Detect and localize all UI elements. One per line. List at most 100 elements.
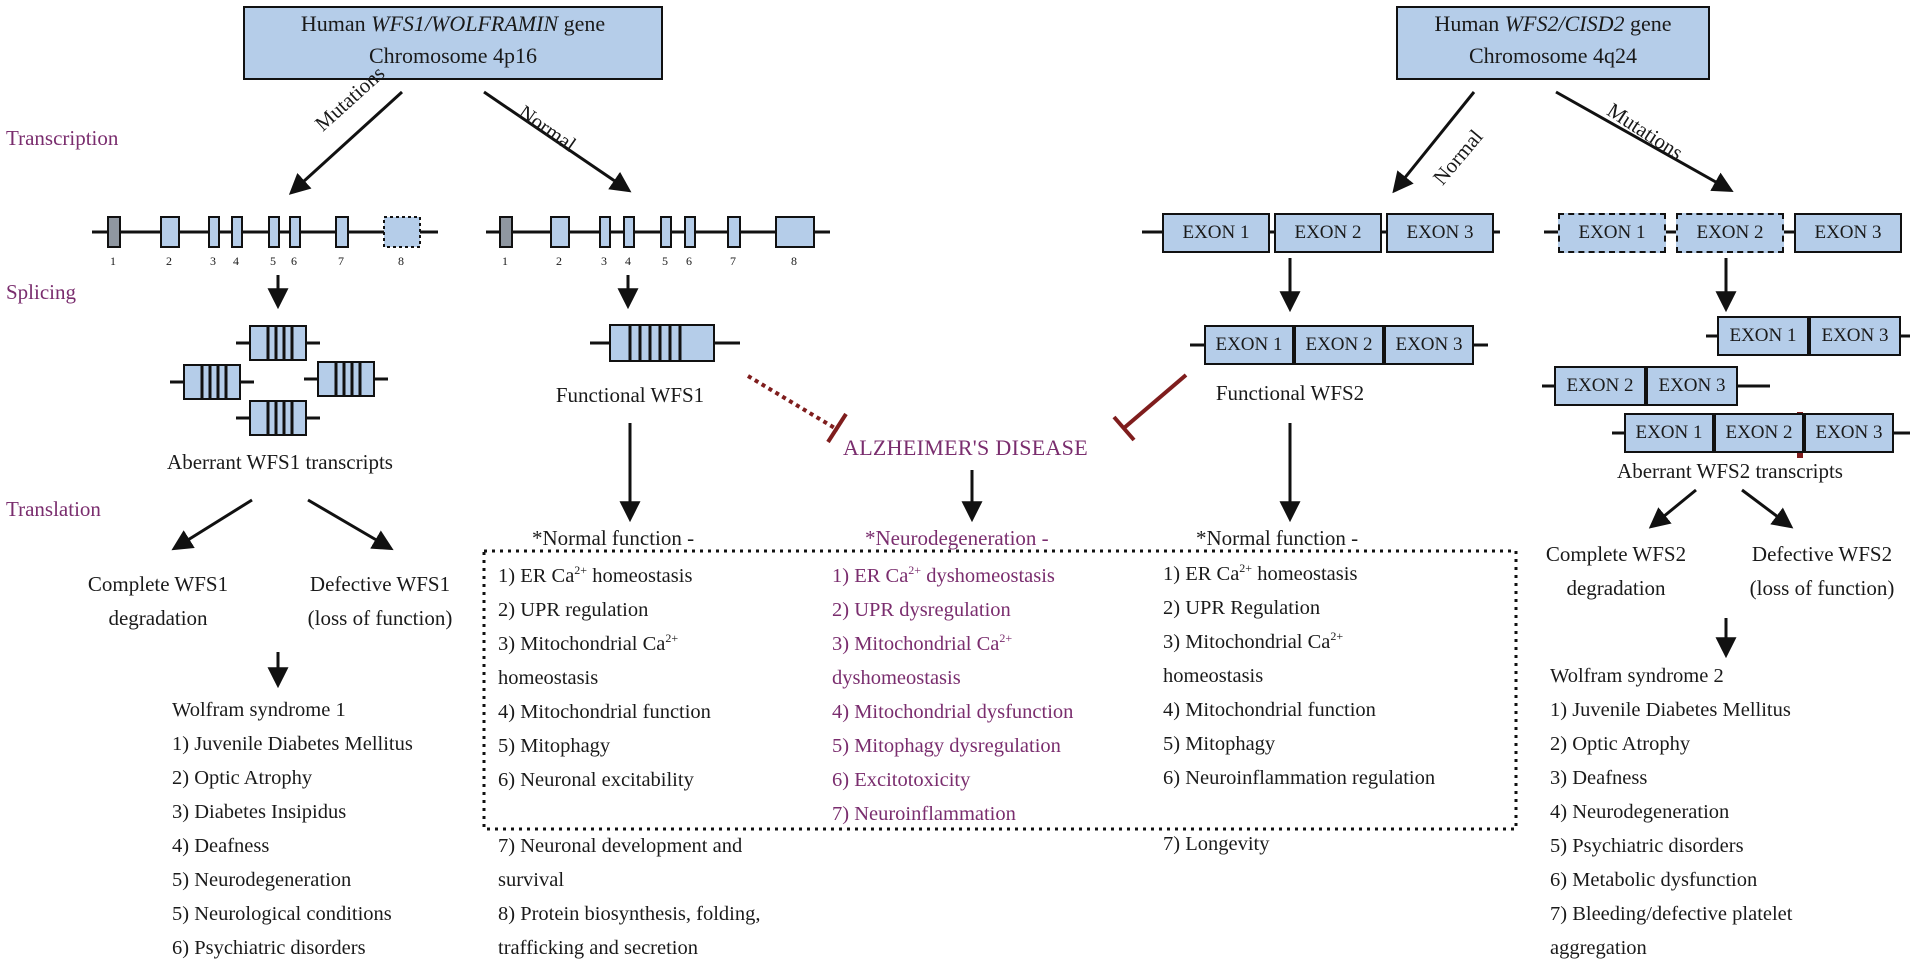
- exon-box: EXON 3: [1646, 366, 1738, 406]
- wfs2-fn-3b: homeostasis: [1163, 665, 1264, 687]
- label-functional-wfs2: Functional WFS2: [1215, 381, 1365, 405]
- neuro-heading: *Neurodegeneration -: [865, 526, 1049, 550]
- list-item: 4) Deafness: [172, 835, 270, 857]
- exon-box: EXON 2: [1676, 213, 1784, 253]
- wfs1-fn-8b: trafficking and secretion: [498, 937, 698, 959]
- exon-number: 1: [110, 254, 116, 268]
- list-item: 4) Neurodegeneration: [1550, 801, 1730, 823]
- wfs1-fn-4: 4) Mitochondrial function: [498, 701, 711, 723]
- complete-wfs1-line1: Complete WFS1: [87, 572, 229, 596]
- wfs2-gene-box: Human WFS2/CISD2 gene Chromosome 4q24: [1396, 6, 1710, 80]
- list-item: 6) Metabolic dysfunction: [1550, 869, 1758, 891]
- arrow-wfs2-complete: [1648, 488, 1697, 529]
- inhibit-wfs2-bar: [1112, 415, 1136, 442]
- wfs1-function-extra: 7) Neuronal development and survival 8) …: [498, 829, 761, 965]
- exon-number: 5: [662, 254, 668, 268]
- wfs1-chromosome: Chromosome 4p16: [368, 43, 538, 68]
- exon-box: EXON 1: [1162, 213, 1270, 253]
- wfs1-fn-5: 5) Mitophagy: [498, 735, 611, 757]
- exon-box: EXON 1: [1624, 413, 1714, 453]
- label-complete-wfs1: Complete WFS1 degradation: [78, 567, 238, 635]
- label-defective-wfs1: Defective WFS1 (loss of function): [290, 567, 470, 635]
- function-dotted-box: [482, 549, 1518, 831]
- list-item: 5) Psychiatric disorders: [1550, 835, 1744, 857]
- exon-number: 5: [270, 254, 276, 268]
- neuro-3b: dyshomeostasis: [832, 667, 961, 689]
- complete-wfs2-line1: Complete WFS2: [1545, 542, 1687, 566]
- wfs2-fn-4: 4) Mitochondrial function: [1163, 699, 1376, 721]
- stage-splicing: Splicing: [6, 280, 77, 304]
- wolfram2-title: Wolfram syndrome 2: [1550, 665, 1724, 687]
- wfs2-gene-name: WFS2/CISD2: [1504, 11, 1625, 36]
- wfs2-gene-prefix: Human: [1434, 11, 1505, 36]
- exon-number: 7: [730, 254, 736, 268]
- wfs1-fn-8a: 8) Protein biosynthesis, folding,: [498, 903, 761, 925]
- wfs1-fn-3: 3) Mitochondrial Ca2+: [498, 631, 679, 655]
- list-item: aggregation: [1550, 937, 1647, 959]
- wfs2-fn-3: 3) Mitochondrial Ca2+: [1163, 629, 1344, 653]
- exon-box: EXON 3: [1384, 325, 1474, 365]
- exon-number: 3: [601, 254, 607, 268]
- exon-number: 6: [291, 254, 297, 268]
- exon-box: EXON 3: [1794, 213, 1902, 253]
- wfs1-fn-6: 6) Neuronal excitability: [498, 769, 694, 791]
- exon-number: 1: [502, 254, 508, 268]
- inhibit-wfs1-dotted: [746, 374, 840, 432]
- exon-box: EXON 2: [1714, 413, 1804, 453]
- wfs2-gene-suffix: gene: [1624, 11, 1672, 36]
- stage-transcription: Transcription: [6, 126, 119, 150]
- wolfram1-items: 1) Juvenile Diabetes Mellitus 2) Optic At…: [172, 727, 413, 965]
- label-defective-wfs2: Defective WFS2 (loss of function): [1727, 537, 1917, 605]
- wfs1-fn-7a: 7) Neuronal development and: [498, 835, 743, 857]
- exon-box: EXON 1: [1558, 213, 1666, 253]
- wfs2-function-extra: 7) Longevity: [1163, 827, 1269, 861]
- list-item: 2) Optic Atrophy: [172, 767, 313, 789]
- exon-number: 8: [398, 254, 404, 268]
- exon-box: EXON 1: [1717, 316, 1809, 356]
- arrow-wfs1-normal: [483, 90, 632, 193]
- defective-wfs2-line2: (loss of function): [1749, 576, 1895, 600]
- arrow-wfs2-defective: [1741, 488, 1794, 529]
- list-item: 3) Diabetes Insipidus: [172, 801, 347, 823]
- exon-number: 6: [686, 254, 692, 268]
- wfs2-fn-2: 2) UPR Regulation: [1163, 597, 1321, 619]
- arrow-wfs1-complete: [171, 498, 253, 551]
- wfs1-functional-transcript: [590, 324, 740, 362]
- wfs1-normal-gene: [486, 216, 830, 248]
- label-functional-wfs1: Functional WFS1: [555, 383, 705, 407]
- list-item: 5) Neurological conditions: [172, 903, 392, 925]
- exon-box: EXON 3: [1386, 213, 1494, 253]
- list-item: 6) Psychiatric disorders: [172, 937, 366, 959]
- exon-number: 4: [625, 254, 631, 268]
- neuro-2: 2) UPR dysregulation: [832, 599, 1011, 621]
- arrow-wfs2-mutations: [1555, 90, 1734, 193]
- wfs1-gene-prefix: Human: [300, 11, 372, 36]
- wfs1-gene-box: Human WFS1/WOLFRAMIN gene Chromosome 4p1…: [243, 6, 663, 80]
- exon-box: EXON 2: [1274, 213, 1382, 253]
- wfs2-fn-7: 7) Longevity: [1163, 833, 1270, 855]
- inhibit-wfs2-line: [1122, 373, 1188, 430]
- exon-number: 2: [166, 254, 172, 268]
- exon-number: 8: [791, 254, 797, 268]
- label-alzheimers: ALZHEIMER'S DISEASE: [843, 435, 1088, 460]
- list-item: 1) Juvenile Diabetes Mellitus: [1550, 699, 1791, 721]
- wfs2-function-list: 1) ER Ca2+ homeostasis 2) UPR Regulation…: [1163, 557, 1435, 795]
- list-item: 3) Deafness: [1550, 767, 1648, 789]
- wfs2-chromosome: Chromosome 4q24: [1468, 43, 1638, 68]
- neuro-7: 7) Neuroinflammation: [832, 803, 1016, 825]
- wfs1-mutated-gene: [92, 216, 438, 248]
- wfs1-aberrant-transcripts: [170, 325, 388, 436]
- wfs1-fn-2: 2) UPR regulation: [498, 599, 649, 621]
- label-complete-wfs2: Complete WFS2 degradation: [1526, 537, 1706, 605]
- wfs1-fn-3b: homeostasis: [498, 667, 599, 689]
- wfs1-function-list: 1) ER Ca2+ homeostasis 2) UPR regulation…: [498, 559, 711, 797]
- list-item: 1) Juvenile Diabetes Mellitus: [172, 733, 413, 755]
- wfs2-fn-6: 6) Neuroinflammation regulation: [1163, 767, 1436, 789]
- neuro-3: 3) Mitochondrial Ca2+: [832, 631, 1013, 655]
- neuro-4: 4) Mitochondrial dysfunction: [832, 701, 1074, 723]
- list-item: 7) Bleeding/defective platelet: [1550, 903, 1793, 925]
- neuro-list: 1) ER Ca2+ dyshomeostasis 2) UPR dysregu…: [832, 559, 1073, 831]
- defective-wfs1-line2: (loss of function): [307, 606, 453, 630]
